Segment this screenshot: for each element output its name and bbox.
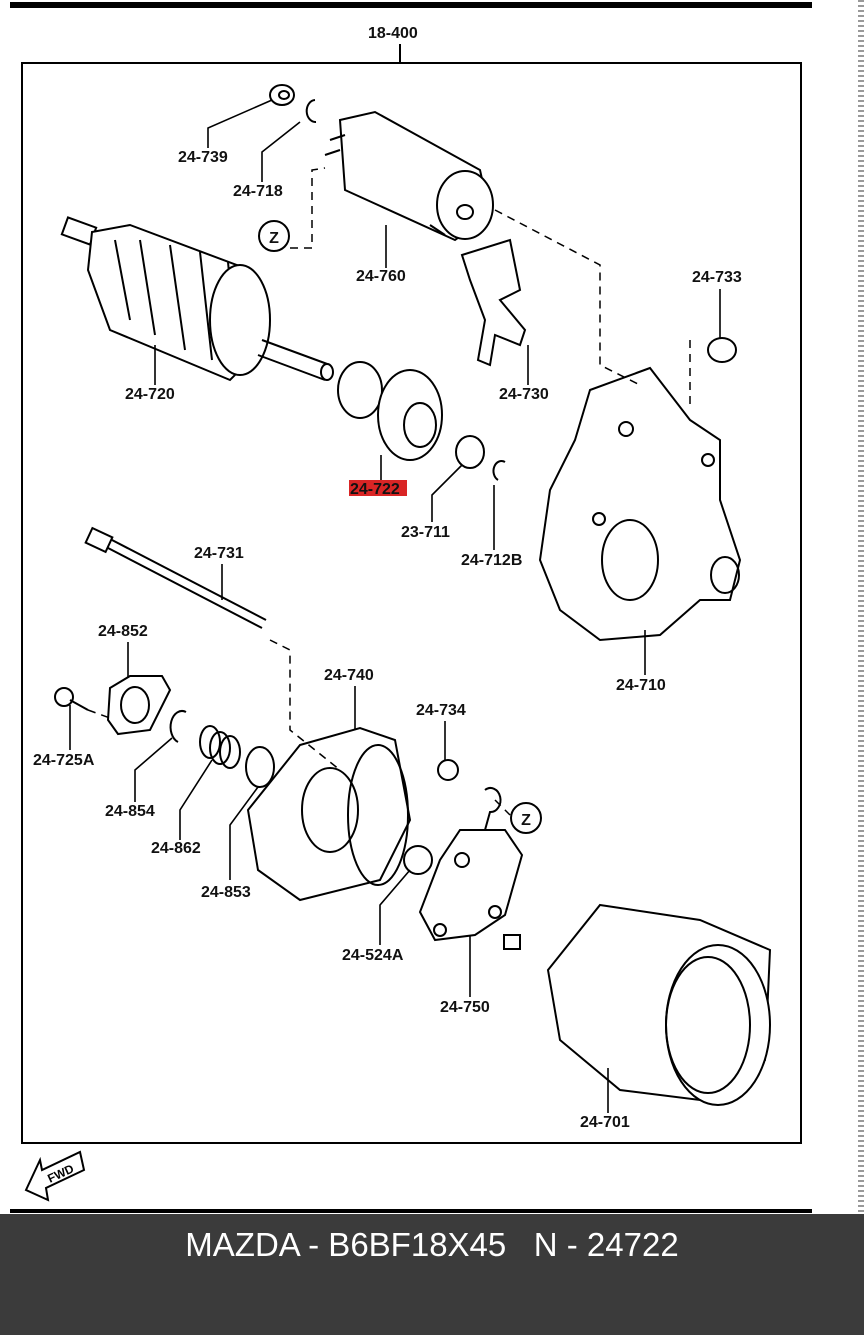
scan-edge	[858, 0, 864, 1214]
lever-24-730	[460, 238, 527, 367]
z-marker-lower: Z	[510, 802, 542, 834]
part-label-24-853: 24-853	[201, 884, 251, 901]
plate-24-852	[106, 675, 172, 736]
diagram-frame	[21, 62, 802, 1144]
brush-holder-24-750	[418, 787, 524, 950]
bushing-23-711	[455, 435, 485, 469]
part-label-24-722-highlighted: 24-722	[350, 481, 400, 498]
part-label-24-733: 24-733	[692, 269, 742, 286]
footer-bar	[0, 1214, 864, 1335]
part-label-24-852: 24-852	[98, 623, 148, 640]
nut-24-733	[707, 337, 737, 363]
clip-24-712b	[492, 460, 506, 481]
part-number-caption: MAZDA - B6BF18X45 N - 24722	[185, 1226, 679, 1263]
drive-pinion-24-722	[337, 361, 443, 461]
bushing-24-524a	[403, 845, 433, 875]
spring-24-862	[199, 725, 241, 769]
nut-24-734	[437, 759, 459, 781]
part-label-24-750: 24-750	[440, 999, 490, 1016]
part-label-24-718: 24-718	[233, 183, 283, 200]
part-label-24-854: 24-854	[105, 803, 155, 820]
bottom-border	[10, 1209, 812, 1213]
top-border	[10, 2, 812, 8]
screw-24-725a	[54, 687, 89, 711]
through-bolt-24-731	[84, 526, 267, 629]
fwd-arrow-icon: FWD	[24, 1150, 86, 1202]
part-label-23-711: 23-711	[401, 524, 450, 541]
z-marker-upper: Z	[258, 220, 290, 252]
part-label-24-862: 24-862	[151, 840, 201, 857]
part-label-24-734: 24-734	[416, 702, 466, 719]
plate-hole	[120, 686, 150, 724]
front-housing-24-710	[538, 366, 742, 642]
exploded-parts-diagram: Z Z 18-40	[10, 2, 812, 1213]
clip-24-854	[169, 710, 187, 743]
clip-24-718	[305, 99, 317, 123]
part-label-24-731: 24-731	[194, 545, 244, 562]
part-highlight	[349, 480, 407, 496]
rear-cover-24-740	[246, 726, 412, 902]
part-label-24-720: 24-720	[125, 386, 175, 403]
leader-lines	[69, 44, 721, 1113]
group-label: 18-400	[368, 25, 418, 42]
armature-24-720	[60, 216, 334, 382]
part-label-24-760: 24-760	[356, 268, 406, 285]
part-label-24-701: 24-701	[580, 1114, 630, 1131]
washer-24-853	[245, 746, 275, 788]
part-label-24-710: 24-710	[616, 677, 666, 694]
part-label-24-524a: 24-524A	[342, 947, 404, 964]
part-label-24-739: 24-739	[178, 149, 228, 166]
part-label-24-740: 24-740	[324, 667, 374, 684]
yoke-24-701	[546, 903, 772, 1106]
z-marker-text: Z	[521, 812, 531, 829]
assembly-guide-lines	[87, 167, 691, 816]
z-marker-text: Z	[269, 230, 279, 247]
part-label-24-730: 24-730	[499, 386, 549, 403]
part-label-24-712b: 24-712B	[461, 552, 522, 569]
part-label-24-725a: 24-725A	[33, 752, 95, 769]
solenoid-24-760	[324, 110, 494, 242]
nut-24-739	[269, 84, 295, 106]
